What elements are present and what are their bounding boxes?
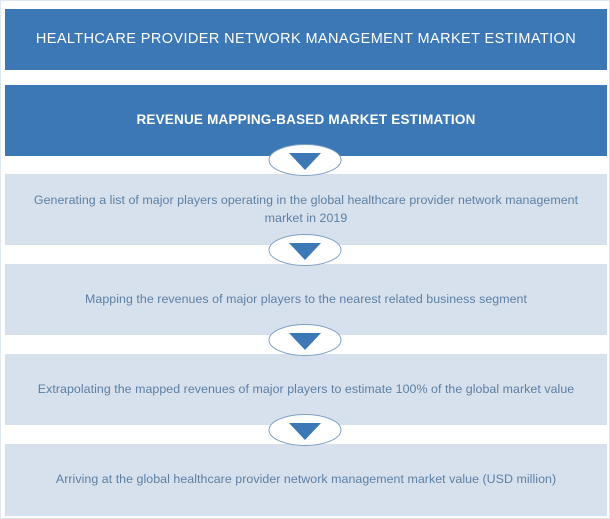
main-title-banner: HEALTHCARE PROVIDER NETWORK MANAGEMENT M… bbox=[5, 9, 607, 70]
flow-step-box: Arriving at the global healthcare provid… bbox=[5, 444, 607, 516]
flow-step-text: Arriving at the global healthcare provid… bbox=[55, 472, 557, 486]
flow-step-box: Generating a list of major players opera… bbox=[5, 174, 607, 245]
flow-step-box: Extrapolating the mapped revenues of maj… bbox=[5, 354, 607, 425]
chevron-down-icon bbox=[267, 143, 343, 177]
flow-step-box: Mapping the revenues of major players to… bbox=[5, 264, 607, 335]
chevron-down-icon bbox=[267, 413, 343, 447]
chevron-down-icon bbox=[267, 323, 343, 357]
flow-step-text: Generating a list of major players opera… bbox=[33, 192, 579, 225]
chevron-down-icon bbox=[267, 233, 343, 267]
flow-step-text: Mapping the revenues of major players to… bbox=[85, 291, 527, 306]
section-title: REVENUE MAPPING-BASED MARKET ESTIMATION bbox=[136, 112, 476, 128]
page-title: HEALTHCARE PROVIDER NETWORK MANAGEMENT M… bbox=[35, 31, 577, 48]
flow-step-text: Extrapolating the mapped revenues of maj… bbox=[37, 381, 575, 396]
